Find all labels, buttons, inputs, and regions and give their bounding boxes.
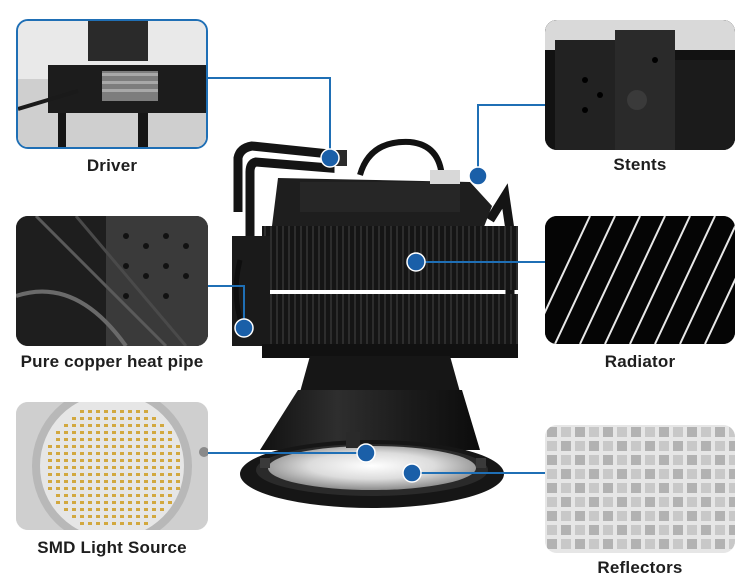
label-heat-pipe: Pure copper heat pipe [20,352,204,371]
label-radiator: Radiator [604,352,676,371]
marker-light-source [356,443,376,463]
heat-pipe-photo-icon [16,216,208,346]
label-driver: Driver [86,156,138,175]
radiator-photo-icon [545,216,735,344]
label-light-source: SMD Light Source [37,538,187,557]
marker-driver [320,148,340,168]
marker-radiator [406,252,426,272]
label-stents: Stents [613,155,667,174]
led-high-bay-light-icon [232,138,518,508]
smd-led-board-photo-icon [16,402,208,530]
marker-stents [468,166,488,186]
label-reflectors: Reflectors [597,558,683,577]
stents-photo-icon [545,20,735,150]
connector-lines [207,77,545,474]
reflector-grid-photo-icon [545,425,735,553]
driver-photo-icon [16,19,208,149]
marker-heat-pipe [234,318,254,338]
marker-reflectors [402,463,422,483]
connector-heat-pipe [207,285,245,328]
connector-driver [208,77,331,158]
connector-stents [477,104,545,176]
